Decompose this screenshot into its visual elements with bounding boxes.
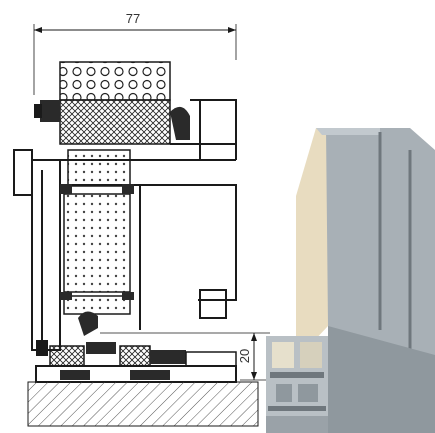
threshold-profile xyxy=(35,340,237,383)
aluminium-profile xyxy=(266,336,328,433)
frame-profile xyxy=(13,99,237,351)
width-dimension: 77 xyxy=(33,11,237,95)
technical-drawing: 77 xyxy=(13,11,270,427)
height-dimension-label: 20 xyxy=(237,349,252,363)
foam-core-face xyxy=(296,128,328,360)
upper-insulation-block xyxy=(59,61,171,145)
upper-seal xyxy=(34,100,190,140)
height-dimension: 20 xyxy=(237,333,270,381)
width-dimension-label: 77 xyxy=(126,11,140,26)
floor-hatching xyxy=(27,381,259,427)
thermal-gaskets xyxy=(60,184,134,336)
rendered-door-panel xyxy=(266,128,435,433)
panel-bottom-face xyxy=(328,326,435,433)
core-insulation xyxy=(63,149,131,315)
